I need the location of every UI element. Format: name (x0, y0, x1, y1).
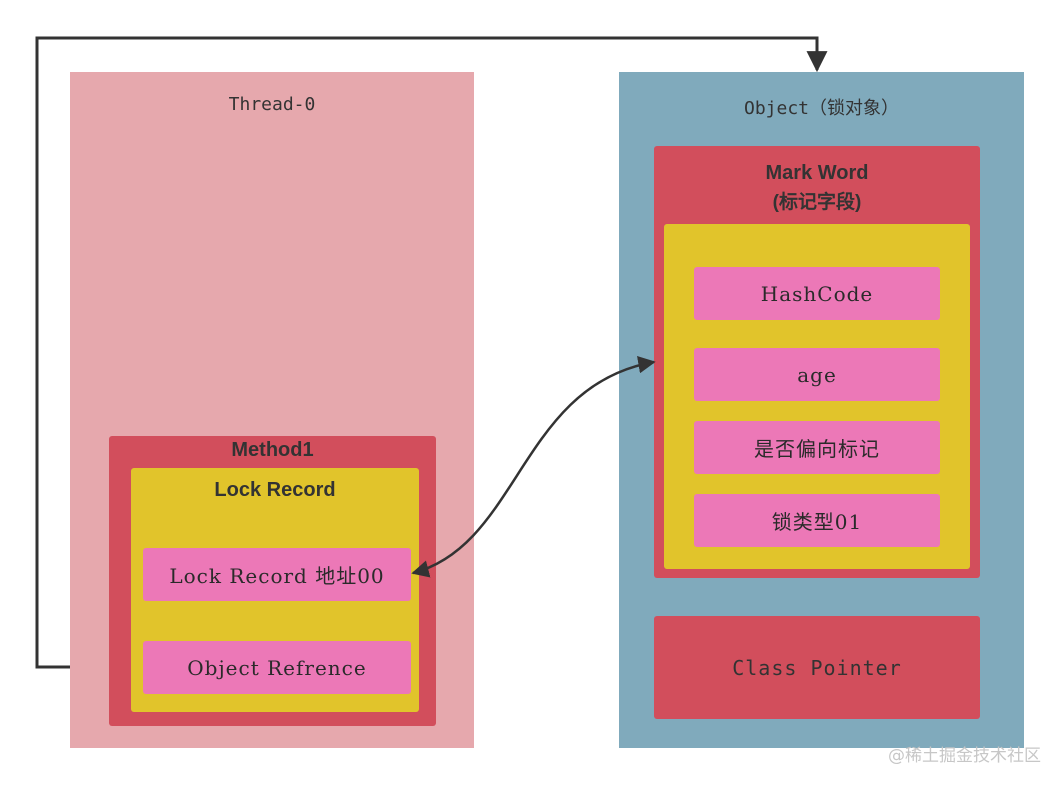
lock-record-mark-word-exchange-arrow (411, 356, 656, 578)
lock-record-title: Lock Record (214, 479, 336, 501)
mark-word-field-biased-flag: 是否偏向标记 (694, 421, 940, 474)
class-pointer-box: Class Pointer (654, 616, 980, 719)
object-title: Object（锁对象） (743, 98, 900, 119)
thread-title: Thread-0 (228, 94, 316, 115)
mark-word-field-age: age (694, 348, 940, 401)
method-title: Method1 (231, 439, 314, 461)
mark-word-field-hashcode: HashCode (694, 267, 940, 320)
mark-word-subtitle: (标记字段) (772, 192, 862, 213)
mark-word-title: Mark Word (765, 162, 869, 184)
watermark: @稀土掘金技术社区 (888, 746, 1041, 766)
lock-record-address: Lock Record 地址00 (143, 548, 411, 601)
object-reference: Object Refrence (143, 641, 411, 694)
class-pointer-label: Class Pointer (732, 656, 902, 680)
mark-word-field-lock-type: 锁类型01 (694, 494, 940, 547)
